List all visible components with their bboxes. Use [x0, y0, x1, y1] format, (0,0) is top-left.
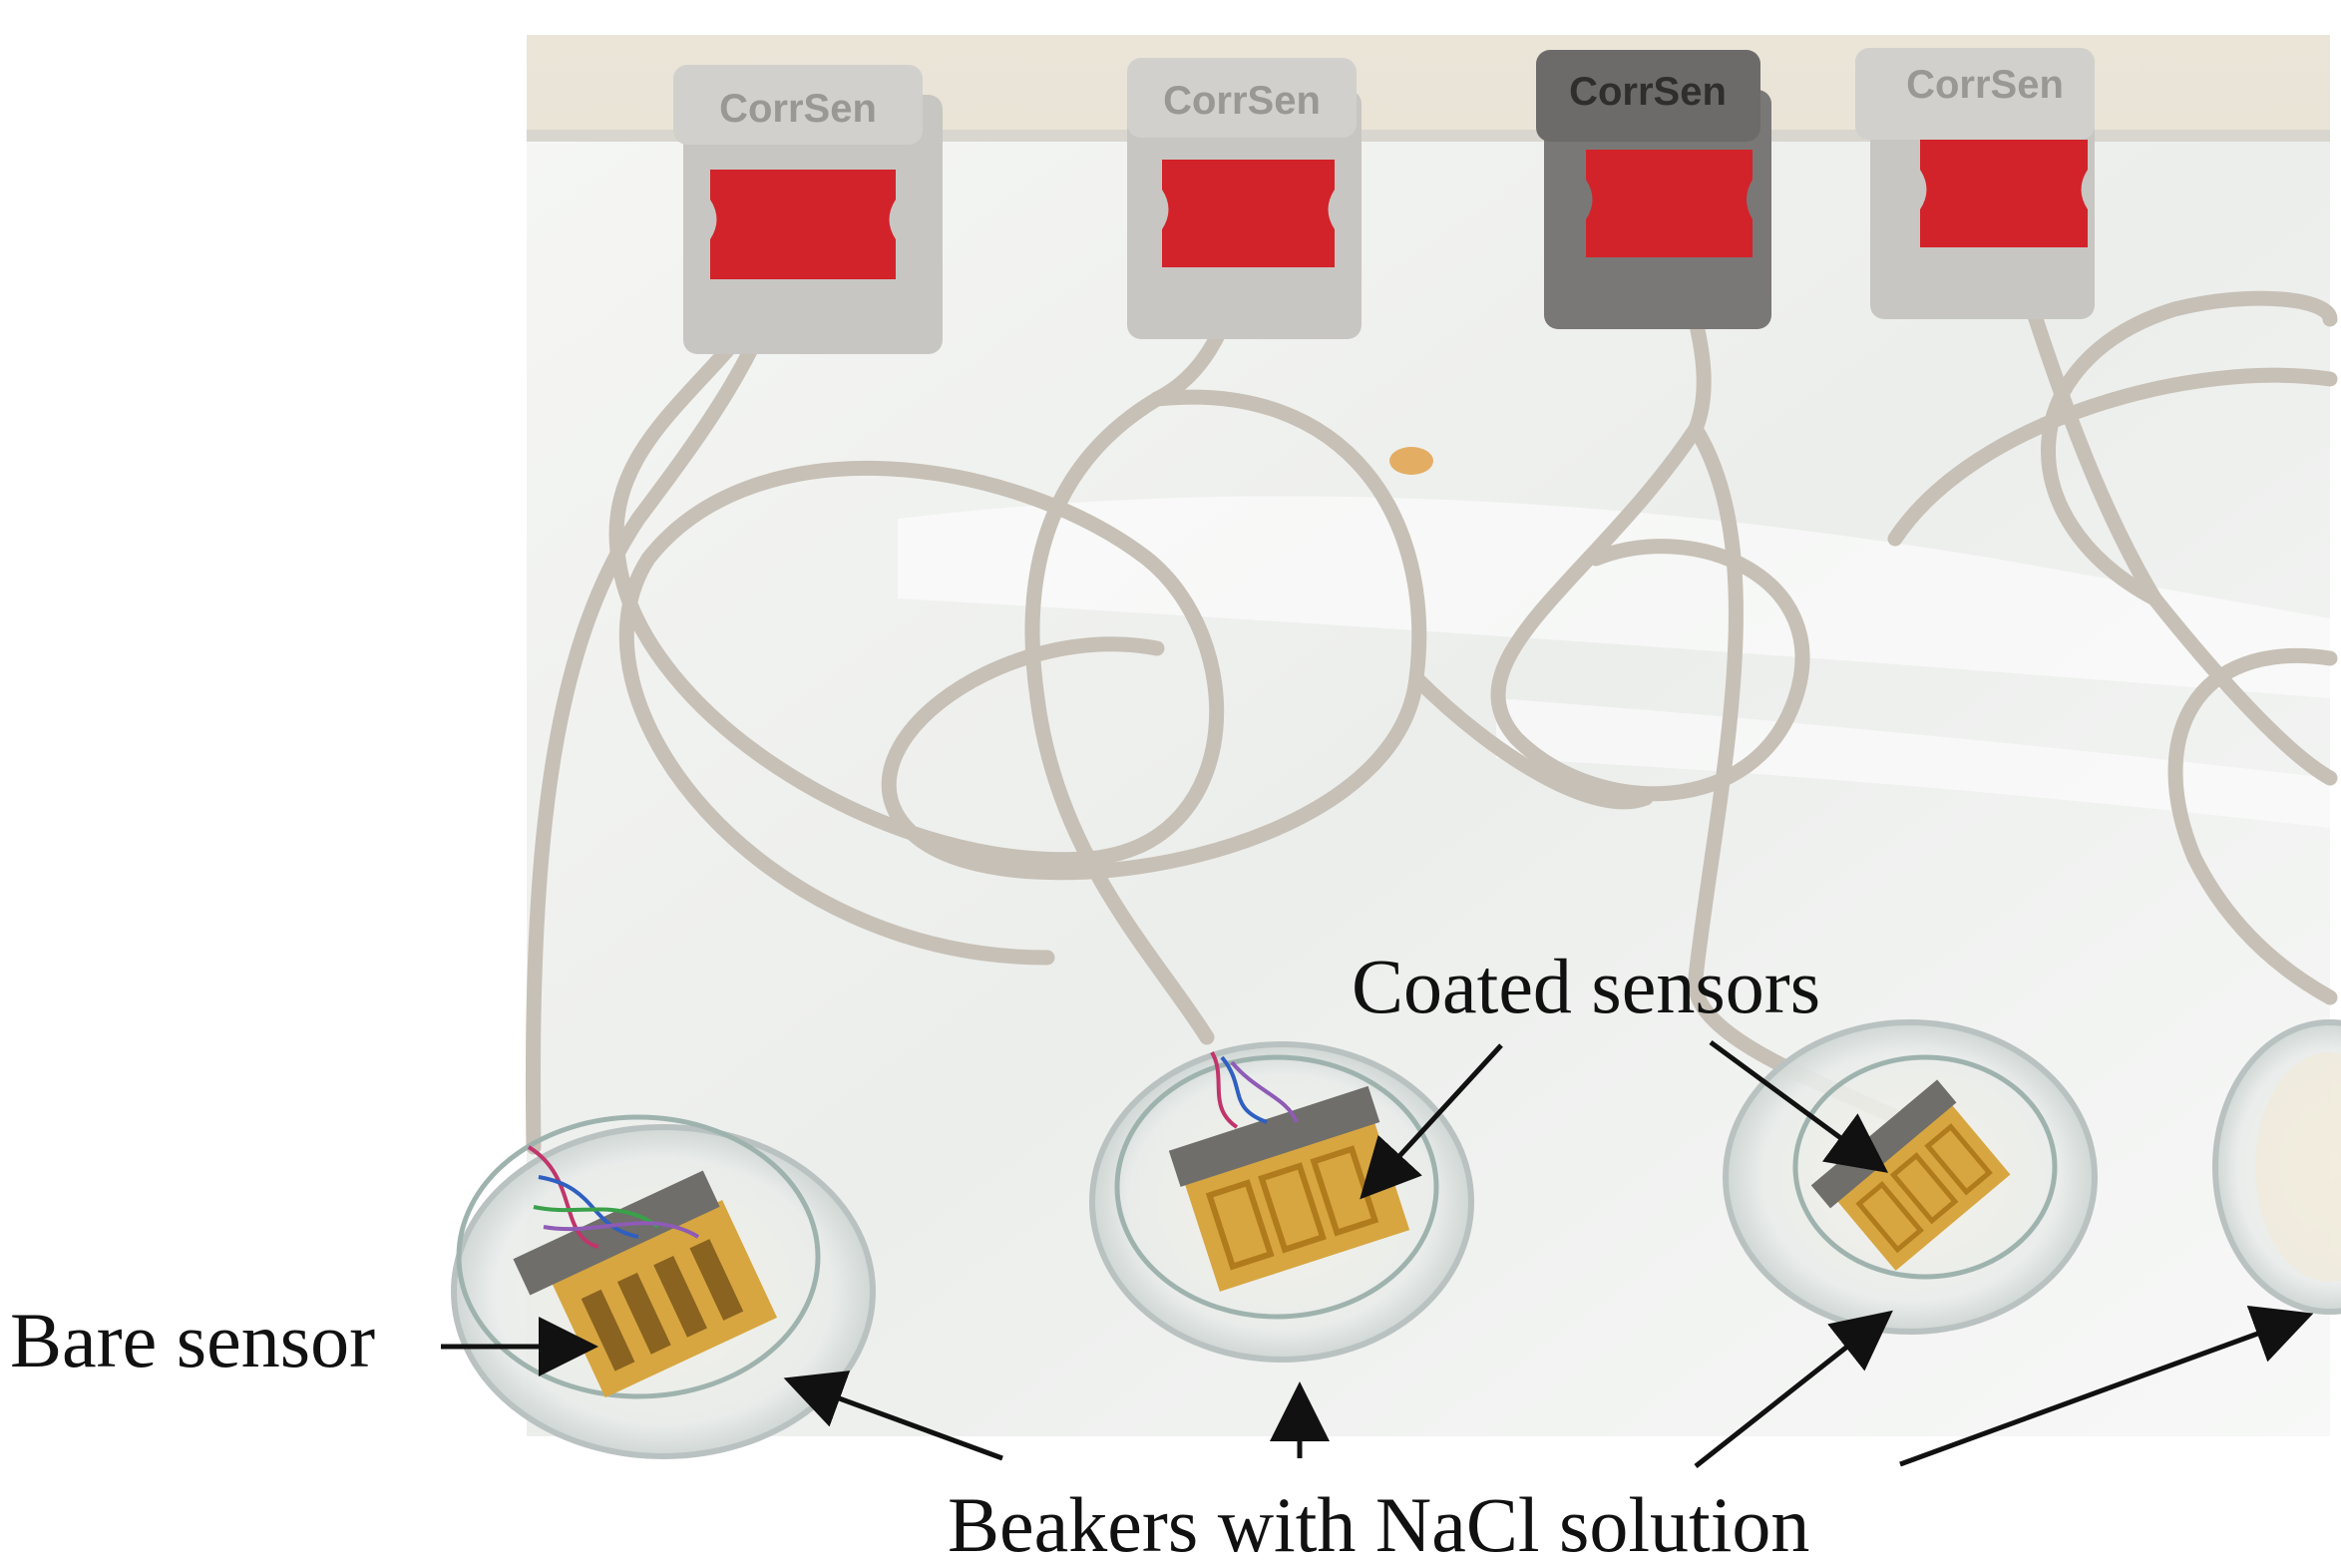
beaker-3	[1723, 1019, 2098, 1335]
cables	[525, 236, 2338, 1155]
device-3: CorrSen	[1536, 50, 1771, 329]
device-2: CorrSen	[1127, 58, 1362, 339]
bare-sensor-label: Bare sensor	[10, 1297, 376, 1383]
device-4: CorrSen	[1855, 48, 2095, 319]
device-4-brand: CorrSen	[1906, 63, 2064, 107]
arrow-beaker-1	[783, 1371, 1003, 1461]
beaker-2	[1089, 1041, 1474, 1363]
device-3-brand: CorrSen	[1569, 70, 1727, 114]
beaker-4	[2212, 1019, 2341, 1315]
device-1: CorrSen	[673, 65, 943, 354]
bare-sensor-board	[513, 1170, 778, 1398]
arrow-coated-sensor-2	[1709, 1039, 1889, 1173]
coated-sensor-board-1	[1168, 1085, 1410, 1292]
arrow-coated-sensor-1	[1360, 1043, 1503, 1200]
device-1-brand: CorrSen	[719, 87, 877, 131]
beakers-label: Beakers with NaCl solution	[948, 1481, 1810, 1568]
annotation-arrows	[441, 1039, 2314, 1468]
device-2-brand: CorrSen	[1163, 79, 1321, 123]
coated-sensors-label: Coated sensors	[1352, 943, 1821, 1029]
arrow-beaker-3	[1694, 1310, 1893, 1468]
arrow-beaker-4	[1899, 1305, 2314, 1467]
